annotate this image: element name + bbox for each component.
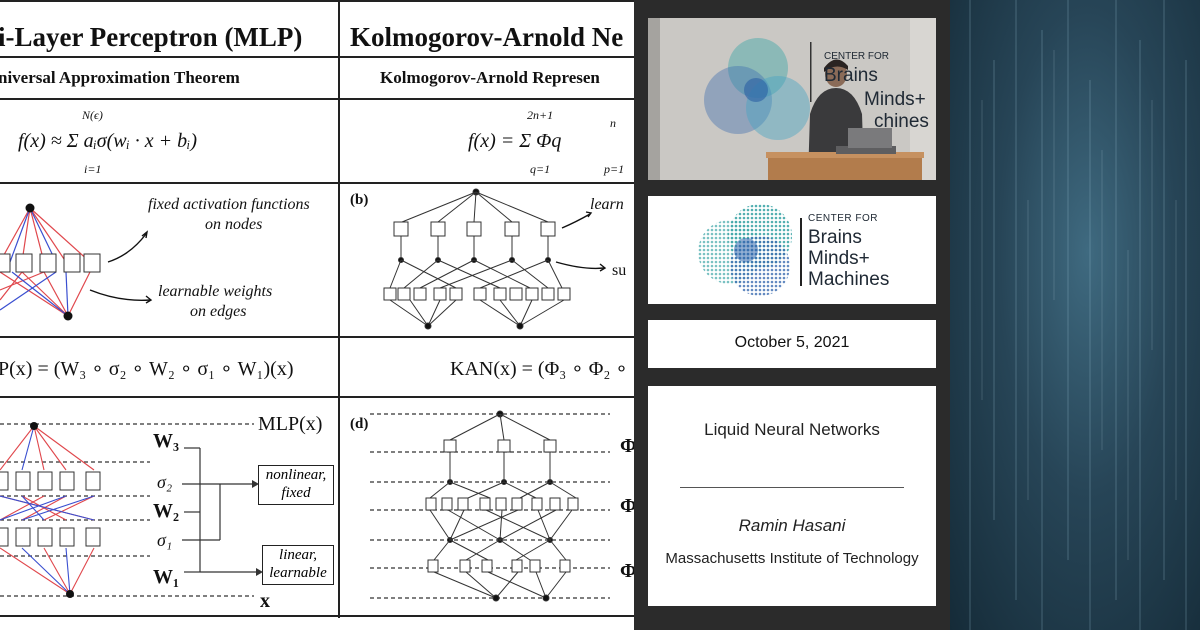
w3-label: W₃ xyxy=(153,430,179,452)
cbmm-logo-card: CENTER FOR Brains Minds+ Machines xyxy=(648,196,936,304)
linear-line2: learnable xyxy=(269,565,327,581)
title-divider xyxy=(680,487,904,488)
learnable-label-1: learnable weights xyxy=(158,283,273,300)
linear-box: linear, learnable xyxy=(262,545,334,585)
rule-bottom xyxy=(0,615,634,617)
kan-learn-cut: learn xyxy=(590,196,624,213)
cbmm-line4: Machines xyxy=(808,269,890,290)
video-logo-line2: Brains xyxy=(824,65,878,86)
w1-label: W₁ xyxy=(153,566,179,588)
fixed-label-1: fixed activation functions xyxy=(148,196,310,213)
rule-title xyxy=(0,56,634,58)
title-card: Liquid Neural Networks Ramin Hasani Mass… xyxy=(648,386,936,606)
kan-sum-bottom: q=1 xyxy=(530,162,551,176)
mlp-title: i-Layer Perceptron (MLP) xyxy=(0,22,303,52)
date-card: October 5, 2021 xyxy=(648,320,936,368)
fixed-label-2: on nodes xyxy=(205,216,263,233)
network-diagrams xyxy=(0,188,610,602)
decorative-background xyxy=(950,0,1200,630)
speaker-video[interactable]: CENTER FOR Brains Minds+ chines xyxy=(648,18,936,180)
w2-label: W₂ xyxy=(153,500,179,522)
panel-d-label: (d) xyxy=(350,416,369,432)
kan-compose: KAN(x) = (Φ₃ ∘ Φ₂ ∘ xyxy=(450,358,628,380)
kan-deep-network xyxy=(425,410,579,602)
rule-panels-ab xyxy=(0,336,634,338)
video-logo-line3: Minds+ xyxy=(864,89,926,110)
logo-divider xyxy=(800,218,802,286)
nonlinear-line1: nonlinear, xyxy=(265,467,327,483)
kan-inner-top: n xyxy=(610,116,616,130)
speaker-affiliation: Massachusetts Institute of Technology xyxy=(665,550,919,567)
cbmm-line3: Minds+ xyxy=(808,248,870,269)
mlp-sum-bottom: i=1 xyxy=(84,162,102,176)
phi-cut-3: Φ xyxy=(620,560,634,582)
learnable-label-2: on edges xyxy=(190,303,247,320)
kan-title: Kolmogorov-Arnold Ne xyxy=(350,22,624,52)
phi-cut-2: Φ xyxy=(620,495,634,517)
nonlinear-line2: fixed xyxy=(281,485,311,501)
panel-b-label: (b) xyxy=(350,192,369,208)
cbmm-line2: Brains xyxy=(808,227,862,248)
mlp-formula: f(x) ≈ Σ aᵢσ(wᵢ · x + bᵢ) xyxy=(18,130,198,152)
kan-sum-top: 2n+1 xyxy=(527,108,554,122)
sigma1-label: σ₁ xyxy=(157,530,173,550)
kan-formula: f(x) = Σ Φq xyxy=(468,130,562,152)
sigma2-label: σ₂ xyxy=(157,472,173,492)
linear-line1: linear, xyxy=(279,547,317,563)
mlp-theorem: niversal Approximation Theorem xyxy=(0,68,240,87)
rule-theorem xyxy=(0,98,634,100)
talk-title: Liquid Neural Networks xyxy=(704,420,880,439)
kan-theorem: Kolmogorov-Arnold Represen xyxy=(380,68,600,87)
presentation-column: CENTER FOR Brains Minds+ chines CENTER F… xyxy=(634,0,950,630)
mlp-output-label: MLP(x) xyxy=(258,413,323,435)
video-logo-line4: chines xyxy=(874,111,929,132)
kan-shallow-network xyxy=(383,188,607,330)
cbmm-line1: CENTER FOR xyxy=(808,213,878,224)
kan-inner-bottom: p=1 xyxy=(604,162,625,176)
video-logo-line1: CENTER FOR xyxy=(824,51,889,62)
column-divider xyxy=(338,0,340,618)
nonlinear-box: nonlinear, fixed xyxy=(258,465,334,505)
streak-pattern xyxy=(969,0,1187,630)
speaker-name: Ramin Hasani xyxy=(738,516,846,535)
x-label: x xyxy=(260,590,270,612)
rule-compose xyxy=(0,396,634,398)
paper-figure: i-Layer Perceptron (MLP) Kolmogorov-Arno… xyxy=(0,0,634,618)
cbmm-logo-icon xyxy=(698,204,792,296)
mlp-sum-top: N(ϵ) xyxy=(82,108,103,122)
phi-cut-1: Φ xyxy=(620,435,634,457)
video-scene xyxy=(648,18,936,180)
talk-date: October 5, 2021 xyxy=(734,334,850,351)
rule-top xyxy=(0,0,634,2)
kan-su-cut: su xyxy=(612,262,627,279)
mlp-shallow-network xyxy=(0,203,153,321)
rule-formula xyxy=(0,182,634,184)
mlp-compose: P(x) = (W₃ ∘ σ₂ ∘ W₂ ∘ σ₁ ∘ W₁)(x) xyxy=(0,358,294,380)
